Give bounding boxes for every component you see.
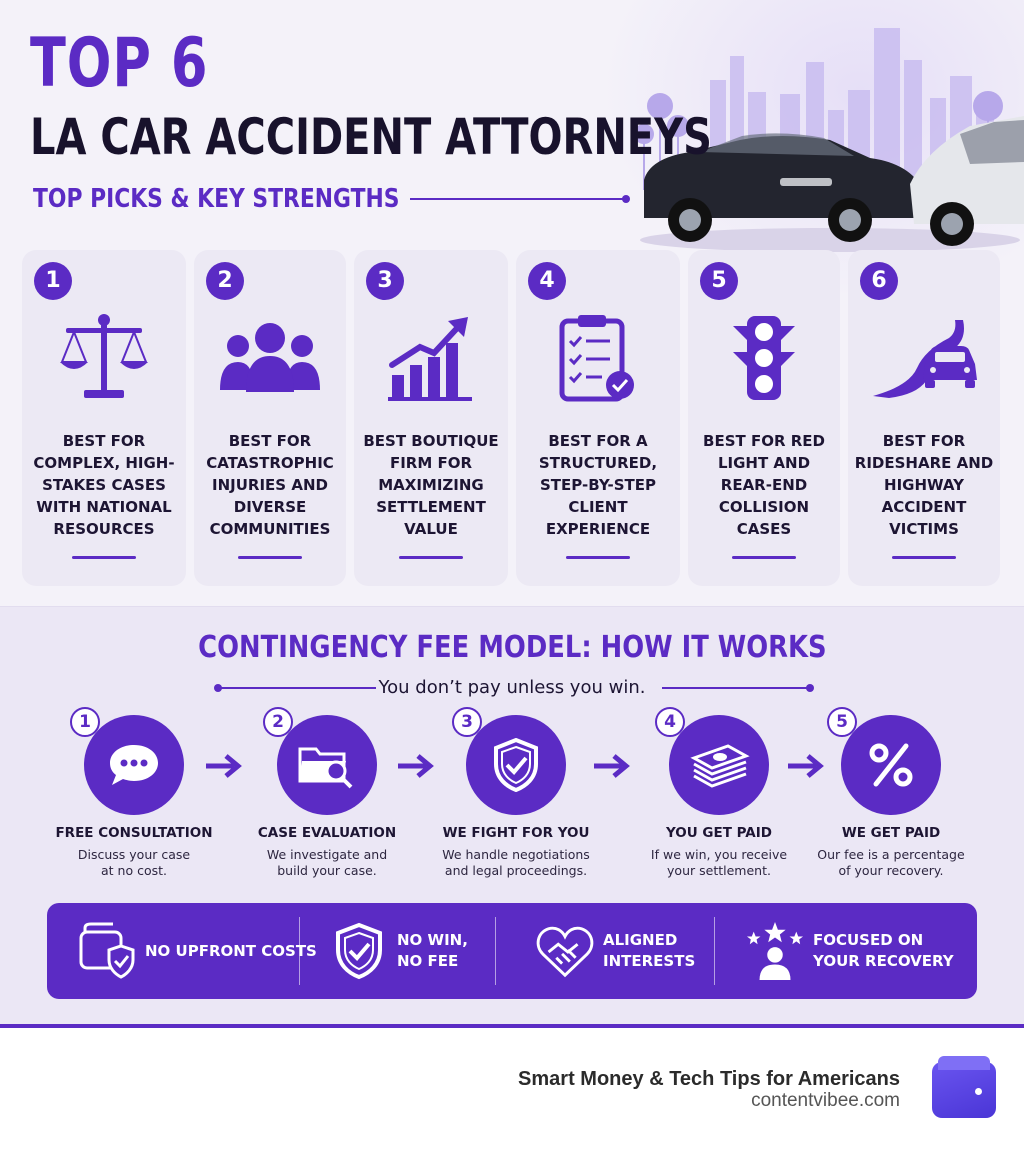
attorney-cards: 1 BEST FOR COMPLEX, HIGH-STAKES CASES WI… [22,250,1002,586]
scales-of-justice-icon [22,308,186,408]
benefit-divider [495,917,496,985]
car-on-road-icon [848,308,1000,408]
shield-check-icon [494,738,538,792]
card-number: 3 [366,262,404,300]
card-label: BEST FOR RED LIGHT AND REAR-END COLLISIO… [703,432,825,538]
footer-url[interactable]: contentvibee.com [751,1090,900,1111]
subtitle: TOP PICKS & KEY STRENGTHS [33,184,400,214]
step-title: YOU GET PAID [666,825,772,841]
card-underline [72,556,136,559]
arrow-right-icon [788,754,824,778]
folder-search-icon [298,747,353,789]
card-underline [892,556,956,559]
benefit-no-upfront-costs: NO UPFRONT COSTS [77,903,317,999]
step-title: WE FIGHT FOR YOU [442,825,590,841]
person-stars-icon [745,921,805,981]
card-number: 1 [34,262,72,300]
infographic: TOP 6 LA CAR ACCIDENT ATTORNEYS TOP PICK… [0,0,1024,1028]
contingency-title: CONTINGENCY FEE MODEL: HOW IT WORKS [197,630,827,665]
benefits-bar: NO UPFRONT COSTS NO WIN,NO FEE [47,903,977,999]
attorney-card-1: 1 BEST FOR COMPLEX, HIGH-STAKES CASES WI… [22,250,186,586]
step-we-fight-for-you: 3 WE FIGHT FOR YOU We handle negotiation… [431,707,601,879]
arrow-right-icon [398,754,434,778]
contingency-section: CONTINGENCY FEE MODEL: HOW IT WORKS You … [0,606,1024,1028]
people-group-icon [194,308,346,408]
card-label: BEST FOR CATASTROPHIC INJURIES AND DIVER… [206,432,334,538]
step-title: WE GET PAID [841,825,941,841]
benefit-no-win-no-fee: NO WIN,NO FEE [329,903,468,999]
attorney-card-5: 5 BEST FOR RED LIGHT AND REAR-END COLLIS… [688,250,840,586]
wallet-shield-icon [77,921,137,981]
benefit-text: NO UPFRONT COSTS [145,941,317,960]
wallet-logo-icon [932,1056,996,1118]
step-number: 2 [263,707,293,737]
card-underline [399,556,463,559]
step-number: 1 [70,707,100,737]
percent-icon [869,743,913,787]
card-number: 4 [528,262,566,300]
cash-stack-icon [690,744,750,788]
subtitle-rule [410,195,630,203]
card-label: BEST FOR A STRUCTURED, STEP-BY-STEP CLIE… [538,432,658,538]
clipboard-checklist-icon [516,308,680,408]
growth-chart-icon [354,308,508,408]
card-underline [732,556,796,559]
card-number: 6 [860,262,898,300]
traffic-light-icon [688,308,840,408]
subtitle-rule-left [214,684,376,692]
step-number: 3 [452,707,482,737]
step-title: FREE CONSULTATION [55,825,213,841]
attorney-card-4: 4 BEST FOR A STRUCTURED, STEP-BY-STEP CL… [516,250,680,586]
card-underline [238,556,302,559]
benefit-divider [714,917,715,985]
card-number: 5 [700,262,738,300]
card-number: 2 [206,262,244,300]
attorney-card-2: 2 BEST FOR CATASTROPHIC INJURIES AND DIV… [194,250,346,586]
attorney-card-6: 6 BEST FOR RIDESHARE AND HIGHWAY ACCIDEN… [848,250,1000,586]
footer-tagline: Smart Money & Tech Tips for Americans [518,1068,900,1090]
card-label: BEST BOUTIQUE FIRM FOR MAXIMIZING SETTLE… [363,432,499,538]
headline-main: LA CAR ACCIDENT ATTORNEYS [30,108,712,166]
arrow-right-icon [206,754,242,778]
subtitle-rule-right [662,684,814,692]
headline-top: TOP 6 [30,24,209,103]
contingency-subtitle: You don’t pay unless you win. [378,677,646,698]
attorney-card-3: 3 BEST BOUTIQUE FIRM FOR MAXIMIZING SETT… [354,250,508,586]
handshake-heart-icon [535,921,595,981]
step-title: CASE EVALUATION [257,825,397,841]
arrow-right-icon [594,754,630,778]
bottom-accent-line [0,1024,1024,1028]
step-number: 4 [655,707,685,737]
benefit-text: NO WIN,NO FEE [397,931,468,970]
step-number: 5 [827,707,857,737]
card-underline [566,556,630,559]
benefit-divider [299,917,300,985]
shield-check-icon [329,921,389,981]
car-crash-illustration [640,116,1024,252]
card-label: BEST FOR RIDESHARE AND HIGHWAY ACCIDENT … [854,432,994,538]
card-label: BEST FOR COMPLEX, HIGH-STAKES CASES WITH… [33,432,175,538]
chat-bubble-icon [110,745,158,785]
